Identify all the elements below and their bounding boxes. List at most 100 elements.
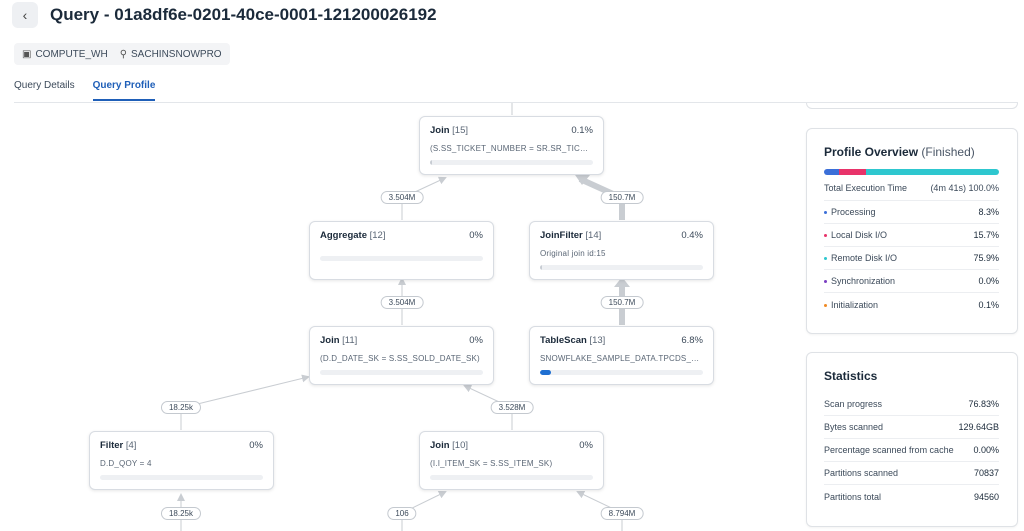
operator-progress-bar [100, 475, 263, 480]
edge-label: 8.794M [600, 507, 644, 520]
page-title: Query - 01a8df6e-0201-40ce-0001-12120002… [50, 5, 437, 24]
operator-percent: 0.1% [571, 125, 593, 136]
operator-node-join-10[interactable]: Join [10] 0% (I.I_ITEM_SK = S.SS_ITEM_SK) [419, 431, 604, 490]
operator-progress-fill [540, 370, 552, 375]
operator-id: [11] [342, 335, 358, 346]
operator-detail: D.D_QOY = 4 [100, 459, 152, 468]
operator-progress-bar [320, 370, 483, 375]
operator-detail: (S.SS_TICKET_NUMBER = SR.SR_TICKE… [430, 144, 593, 153]
breakdown-segment [838, 169, 866, 175]
breakdown-segment [866, 169, 999, 175]
warehouse-name: COMPUTE_WH [35, 48, 108, 60]
operator-id: [13] [589, 335, 606, 346]
operator-detail: (D.D_DATE_SK = S.SS_SOLD_DATE_SK) [320, 354, 480, 363]
back-button[interactable]: ‹ [12, 2, 38, 28]
operator-percent: 0% [469, 335, 483, 346]
operator-progress-fill [430, 160, 432, 165]
total-execution-row: Total Execution Time (4m 41s) 100.0% [824, 183, 999, 201]
previous-panel-edge [806, 103, 1018, 109]
user-name: SACHINSNOWPRO [131, 48, 222, 60]
statistics-title: Statistics [824, 369, 878, 383]
operator-name: JoinFilter [540, 230, 583, 241]
operator-percent: 0% [579, 440, 593, 451]
total-execution-label: Total Execution Time [824, 183, 908, 193]
operator-percent: 0% [249, 440, 263, 451]
operator-node-aggregate-12[interactable]: Aggregate [12] 0% [309, 221, 494, 280]
edge-label: 150.7M [600, 296, 644, 309]
operator-name: Filter [100, 440, 124, 451]
edge-label: 106 [387, 507, 417, 520]
operator-detail: SNOWFLAKE_SAMPLE_DATA.TPCDS_SF… [540, 354, 703, 363]
query-profile-graph[interactable]: 3.504M 150.7M 3.504M 150.7M 18.25k 3.528… [0, 103, 790, 531]
operator-detail: Original join id:15 [540, 249, 606, 258]
operator-progress-bar [430, 160, 593, 165]
tab-bar: Query Details Query Profile [14, 80, 156, 101]
operator-progress-bar [320, 256, 483, 261]
legend-dot [824, 211, 827, 215]
warehouse-icon: ▣ [22, 48, 32, 60]
operator-name: Aggregate [320, 230, 367, 241]
edge-joinfilter-arrowhead [573, 172, 590, 185]
total-execution-percent: 100.0% [968, 183, 999, 193]
operator-name: Join [430, 125, 450, 136]
operator-node-join-11[interactable]: Join [11] 0% (D.D_DATE_SK = S.SS_SOLD_DAT… [309, 326, 494, 385]
legend-dot [824, 234, 827, 238]
breakdown-segment [824, 169, 839, 175]
user-chip: ⚲ SACHINSNOWPRO [120, 49, 222, 60]
operator-progress-bar [540, 370, 703, 375]
operator-id: [15] [452, 125, 469, 136]
operator-node-joinfilter-14[interactable]: JoinFilter [14] 0.4% Original join id:15 [529, 221, 714, 280]
profile-overview-panel: Profile Overview (Finished) Total Execut… [806, 128, 1018, 334]
edge-label: 3.504M [380, 191, 424, 204]
edge-label: 18.25k [160, 401, 202, 414]
operator-name: TableScan [540, 335, 587, 346]
query-status: (Finished) [921, 145, 975, 159]
edge-tablescan-arrowhead [614, 277, 630, 287]
operator-progress-bar [430, 475, 593, 480]
operator-node-filter-4[interactable]: Filter [4] 0% D.D_QOY = 4 [89, 431, 274, 490]
operator-percent: 0% [469, 230, 483, 241]
edge-label: 150.7M [600, 191, 644, 204]
user-icon: ⚲ [119, 48, 128, 60]
tab-query-details[interactable]: Query Details [14, 80, 75, 91]
edge-label: 3.504M [380, 296, 424, 309]
operator-id: [12] [369, 230, 386, 241]
edge-label: 3.528M [490, 401, 534, 414]
execution-breakdown-bar [824, 169, 999, 175]
operator-name: Join [320, 335, 340, 346]
operator-id: [4] [125, 440, 137, 451]
operator-node-join-15[interactable]: Join [15] 0.1% (S.SS_TICKET_NUMBER = SR.S… [419, 116, 604, 175]
operator-id: [10] [452, 440, 469, 451]
graph-edges [177, 103, 630, 531]
operator-name: Join [430, 440, 450, 451]
tab-query-profile[interactable]: Query Profile [92, 80, 156, 101]
chevron-left-icon: ‹ [22, 7, 28, 23]
profile-overview-title: Profile Overview (Finished) [824, 145, 975, 159]
legend-dot [824, 303, 827, 307]
tabs-divider [14, 102, 1018, 103]
operator-progress-bar [540, 265, 703, 270]
warehouse-chip: ▣ COMPUTE_WH [22, 49, 108, 60]
operator-percent: 6.8% [681, 335, 703, 346]
operator-id: [14] [585, 230, 602, 241]
operator-detail: (I.I_ITEM_SK = S.SS_ITEM_SK) [430, 459, 553, 468]
total-execution-time: (4m 41s) [930, 183, 966, 193]
operator-percent: 0.4% [681, 230, 703, 241]
query-context-chips: ▣ COMPUTE_WH ⚲ SACHINSNOWPRO [14, 43, 230, 65]
edge-label: 18.25k [160, 507, 202, 520]
legend-dot [824, 280, 827, 284]
operator-node-tablescan-13[interactable]: TableScan [13] 6.8% SNOWFLAKE_SAMPLE_DATA… [529, 326, 714, 385]
